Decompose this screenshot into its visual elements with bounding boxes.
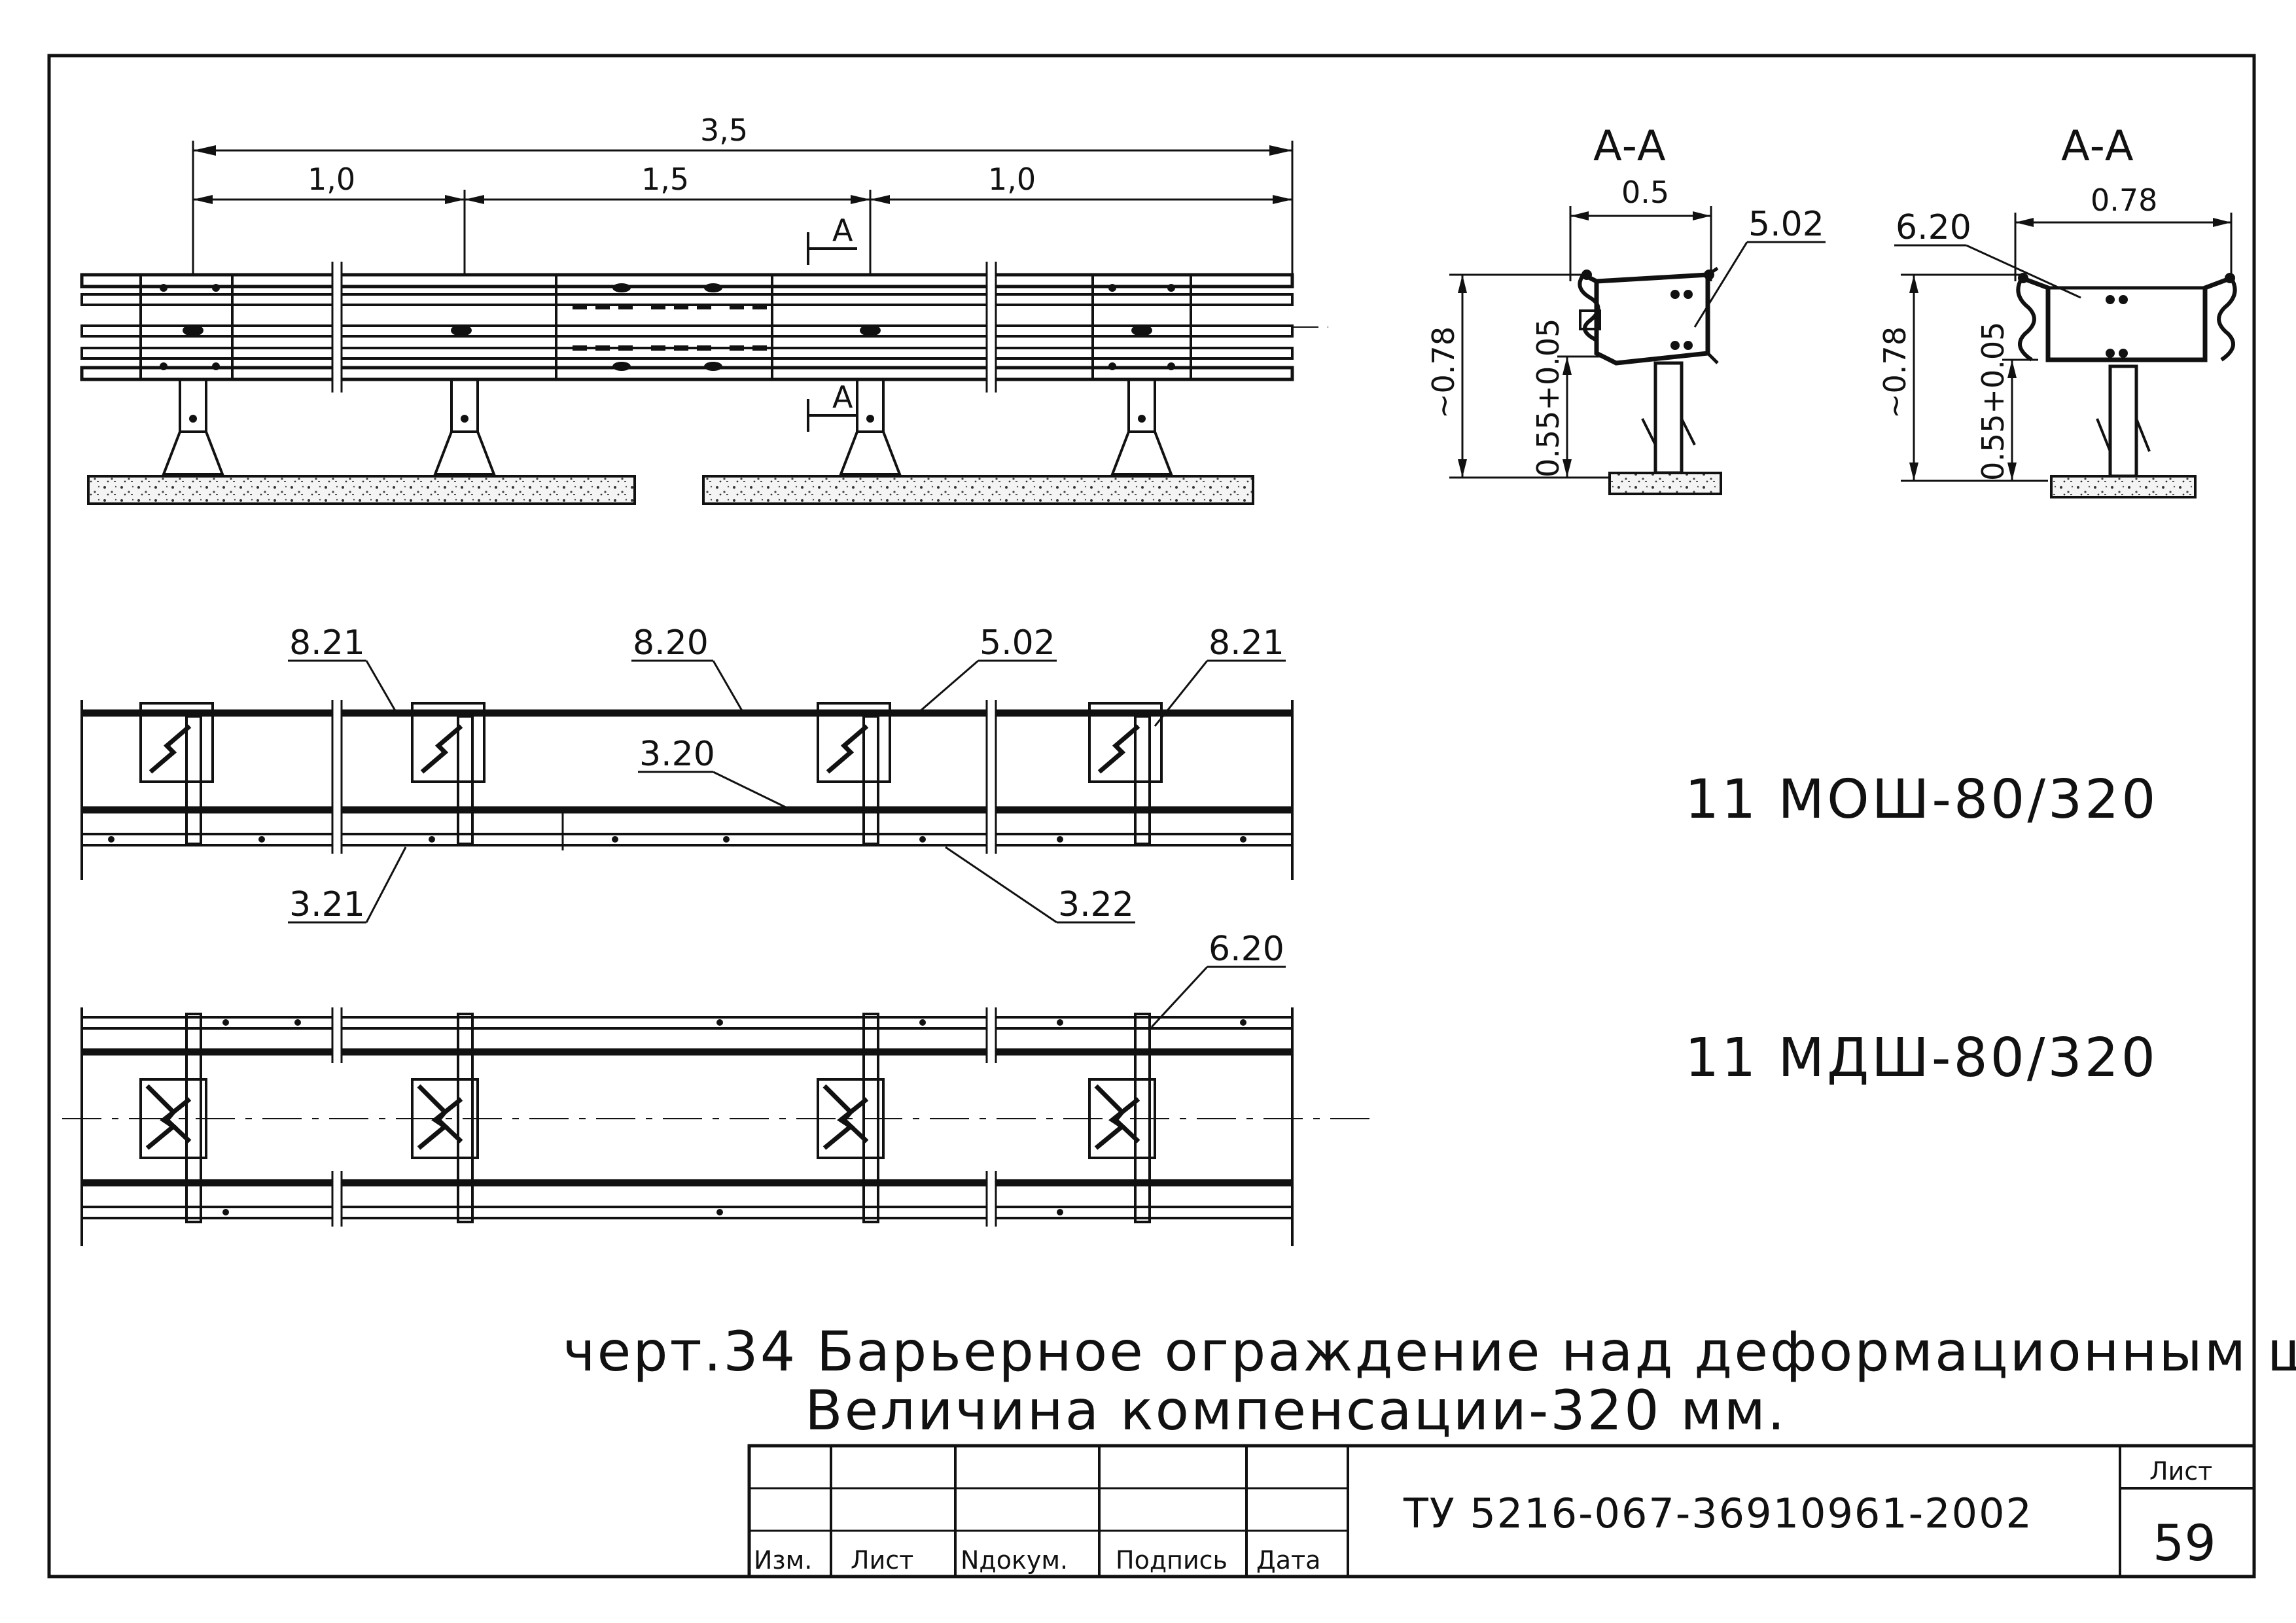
drawing-caption-line2: Величина компенсации-320 мм. — [805, 1378, 1787, 1442]
callout-p1-3-22: 3.22 — [1058, 885, 1134, 924]
callout-s1-5-02: 5.02 — [1748, 205, 1824, 244]
section-marker-bottom: А — [832, 379, 853, 415]
tb-document-code: ТУ 5216-067-36910961-2002 — [1403, 1490, 2033, 1537]
dim-section2-post: 0.55+0.05 — [1975, 322, 2011, 481]
callout-p1-3-21: 3.21 — [289, 885, 365, 924]
title-block: Изм. Лист Nдокум. Подпись Дата ТУ 5216-0… — [747, 1444, 2256, 1579]
callout-p1-8-21-left: 8.21 — [289, 623, 365, 663]
dim-span-left: 1,0 — [308, 162, 355, 197]
dim-section2-height: ~0.78 — [1877, 326, 1913, 419]
tb-col-ndokum: Nдокум. — [961, 1546, 1068, 1575]
dim-span-right: 1,0 — [988, 162, 1036, 197]
dim-section1-height: ~0.78 — [1426, 326, 1461, 419]
plan-view-1: 8.21 8.20 5.02 8.21 3.20 3.21 3.22 — [80, 623, 1294, 924]
dim-section1-width: 0.5 — [1621, 175, 1669, 210]
section-title-2: А-А — [2061, 122, 2134, 171]
mark-mdsh: 11 МДШ-80/320 — [1685, 1027, 2158, 1089]
mark-mosh: 11 МОШ-80/320 — [1685, 769, 2158, 831]
tb-col-list: Лист — [851, 1546, 913, 1575]
tb-sheet-label: Лист — [2149, 1457, 2212, 1486]
callout-s2-6-20: 6.20 — [1896, 208, 1971, 247]
callout-p1-5-02: 5.02 — [980, 623, 1055, 663]
callout-p1-8-21-right: 8.21 — [1209, 623, 1284, 663]
section-title-1: А-А — [1593, 122, 1666, 171]
dim-section2-width: 0.78 — [2091, 183, 2157, 218]
dim-overall: 3,5 — [700, 113, 748, 148]
callout-p1-3-20: 3.20 — [639, 735, 715, 774]
tb-col-izm: Изм. — [754, 1546, 812, 1575]
plan-view-2: 6.20 — [62, 930, 1374, 1246]
callout-p2-6-20: 6.20 — [1209, 930, 1284, 969]
dim-span-mid: 1,5 — [641, 162, 689, 197]
tb-col-data: Дата — [1256, 1546, 1320, 1575]
section-view-1: А-А 0.5 ~0.78 0.55+0.05 — [1426, 122, 1826, 495]
section-marker-top: А — [832, 213, 853, 248]
tb-col-podpis: Подпись — [1116, 1546, 1227, 1575]
callout-p1-8-20: 8.20 — [633, 623, 709, 663]
tb-sheet-number: 59 — [2153, 1514, 2216, 1572]
drawing-caption-line1: черт.34 Барьерное ограждение над деформа… — [563, 1319, 2296, 1384]
elevation-view: 3,5 1,0 1,5 1,0 — [80, 113, 1328, 505]
section-view-2: А-А 0.78 ~0.78 0.55+0.05 — [1877, 122, 2237, 498]
dim-section1-post: 0.55+0.05 — [1530, 319, 1566, 478]
